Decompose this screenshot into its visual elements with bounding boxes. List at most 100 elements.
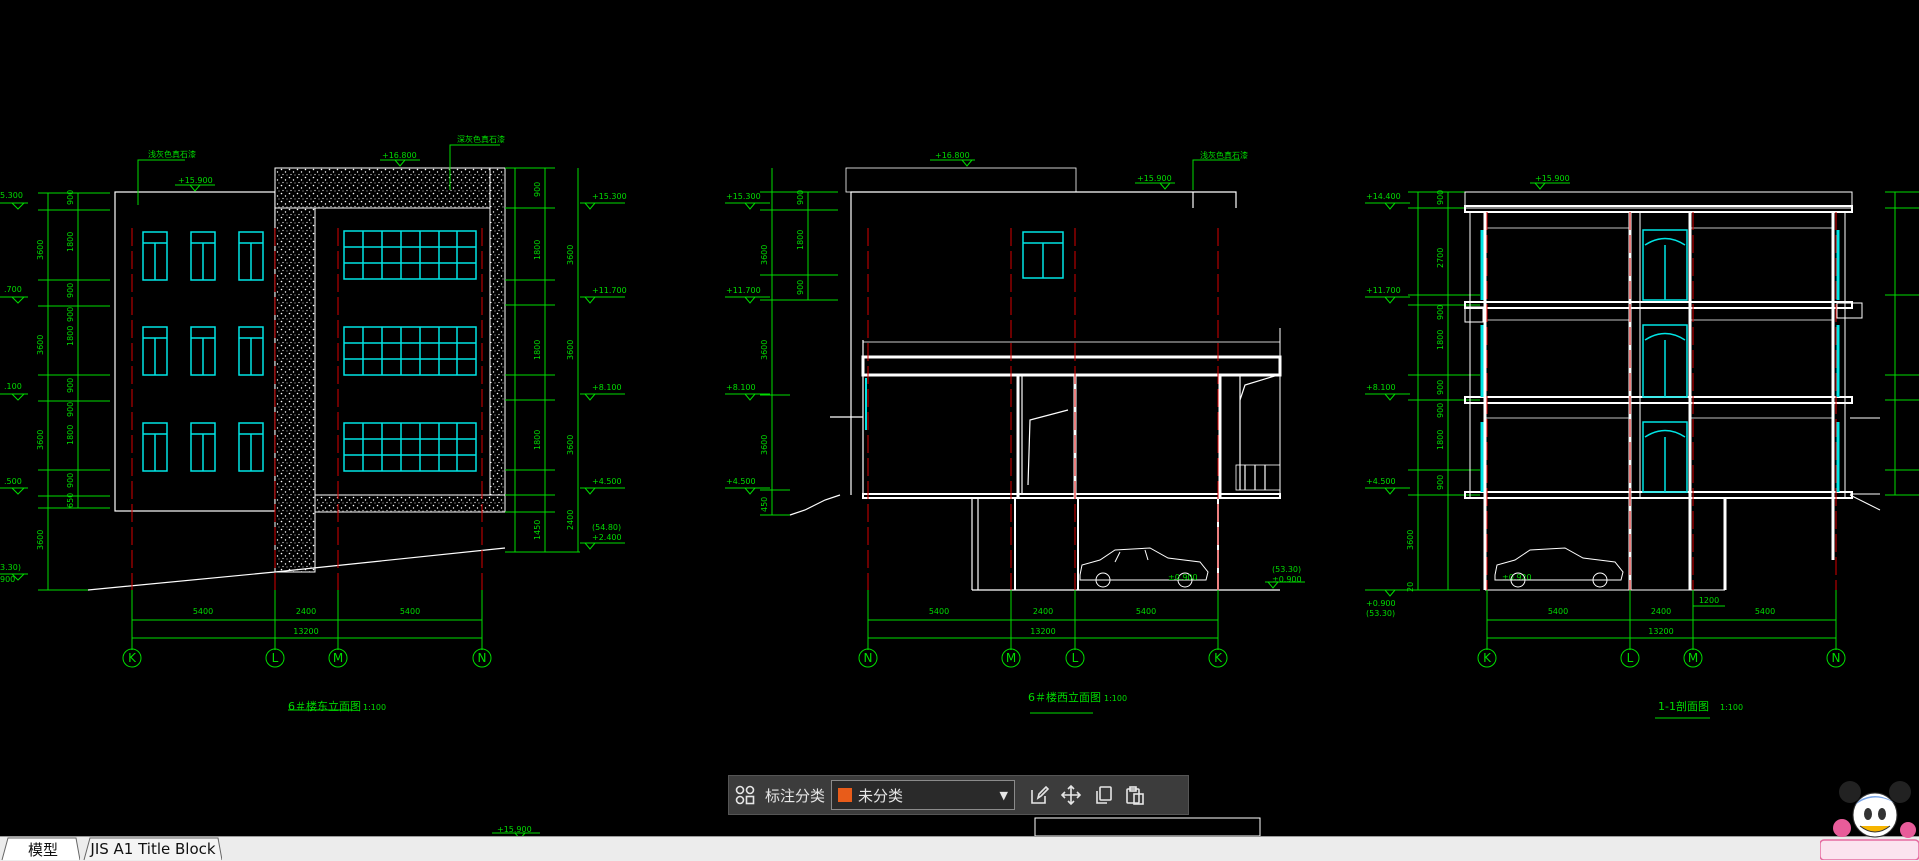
- west-note: 浅灰色真石漆: [1200, 150, 1248, 160]
- section-left-dims: [1365, 191, 1480, 597]
- section-red-axes: [1486, 212, 1837, 590]
- annotation-toolbar: 标注分类 未分类 ▼: [728, 775, 1189, 815]
- east-left-cut-3: .100: [4, 382, 22, 391]
- copy-icon[interactable]: [1087, 779, 1119, 811]
- west-elevation-view: +15.300 +11.700 +8.100 +4.500 900 1800 9…: [725, 150, 1305, 714]
- category-color-swatch: [838, 788, 853, 802]
- west-bottom-dims: [867, 590, 1219, 714]
- east-dim-3600a: 3600: [36, 240, 45, 260]
- west-red-axes: [867, 228, 1219, 590]
- tab-model[interactable]: 模型: [27, 840, 58, 859]
- east-axis-l: L: [272, 651, 279, 665]
- section-dim-1800b: 1800: [1436, 430, 1445, 450]
- chevron-down-icon: ▼: [999, 788, 1009, 802]
- west-dim-3600c: 3600: [760, 435, 769, 455]
- section-dim-2700: 2700: [1436, 248, 1445, 268]
- west-dim-3600a: 3600: [760, 245, 769, 265]
- tab-shape: [1, 837, 80, 861]
- east-elev-1: +15.300: [592, 192, 627, 201]
- west-axis-k: K: [1214, 651, 1223, 665]
- section-extra-3: ±0.920: [1502, 573, 1532, 582]
- west-top-mark-2: +15.900: [1137, 174, 1172, 183]
- east-dim-900f: 900: [66, 473, 75, 488]
- east-left-cut-6: 900: [0, 575, 15, 584]
- section-top-mark: +15.900: [1535, 174, 1570, 183]
- east-bottom-dims: [131, 590, 483, 711]
- section-span-2: 2400: [1651, 607, 1671, 616]
- bottom-partial: +15.900: [492, 817, 1261, 836]
- east-dim-1800c: 1800: [66, 425, 75, 445]
- window-row-1: [142, 231, 264, 281]
- west-axis-l: L: [1072, 651, 1079, 665]
- paste-icon[interactable]: [1119, 779, 1151, 811]
- section-dim-900d: 900: [1436, 403, 1445, 418]
- section-elev-1: +14.400: [1366, 192, 1401, 201]
- east-extra-1: (54.80): [592, 523, 621, 532]
- selected-category: 未分类: [858, 786, 904, 805]
- east-view-scale: 1:100: [363, 703, 386, 712]
- edit-icon[interactable]: [1023, 779, 1055, 811]
- west-span-1: 5400: [929, 607, 949, 616]
- east-left-cut-5: 3.30): [0, 563, 21, 572]
- east-total: 13200: [293, 627, 318, 636]
- bottom-elev-mark: +15.900: [497, 825, 532, 834]
- east-dim-3600d: 3600: [36, 530, 45, 550]
- east-view-title: 6＃楼东立面图: [288, 699, 361, 713]
- east-dim-900c: 900: [66, 307, 75, 322]
- east-axis-bubbles: [122, 648, 492, 668]
- drawing-canvas[interactable]: 5.300 .700 .100 .500 3.30) 900 3600 3600…: [0, 0, 1919, 836]
- section-view: +14.400 +11.700 +8.100 +4.500 +0.900 (53…: [1365, 174, 1919, 719]
- tab-layout[interactable]: JIS A1 Title Block: [90, 840, 216, 858]
- section-span-3: 5400: [1755, 607, 1775, 616]
- section-elev-2: +11.700: [1366, 286, 1401, 295]
- east-dim-900e: 900: [66, 402, 75, 417]
- section-bottom-dims: [1486, 590, 1837, 719]
- category-label: 标注分类: [765, 786, 826, 805]
- east-top-mark-1: +15.900: [178, 176, 213, 185]
- west-dim-3600b: 3600: [760, 340, 769, 360]
- west-total: 13200: [1030, 627, 1055, 636]
- east-r-dim-2400: 2400: [566, 510, 575, 530]
- east-right-block: [314, 207, 491, 496]
- east-note-light: 浅灰色真石漆: [148, 149, 196, 159]
- east-stipple-edge: [489, 167, 506, 513]
- west-top-mark-1: +16.800: [935, 151, 970, 160]
- category-dropdown[interactable]: 未分类 ▼: [831, 780, 1016, 810]
- east-r-dim-3600c: 3600: [566, 435, 575, 455]
- tab-shape-2: [83, 837, 222, 861]
- east-axis-n: N: [478, 651, 487, 665]
- east-elevation-view: 5.300 .700 .100 .500 3.30) 900 3600 3600…: [0, 134, 627, 713]
- east-elev-2: +11.700: [592, 286, 627, 295]
- east-left-windows: [142, 231, 264, 472]
- east-elev-4: +4.500: [592, 477, 622, 486]
- west-dim-900b: 900: [796, 280, 805, 295]
- east-dim-1800b: 1800: [66, 326, 75, 346]
- window-row-3: [142, 422, 264, 472]
- west-extra-1: (53.30): [1272, 565, 1301, 574]
- east-span-3: 5400: [400, 607, 420, 616]
- east-dim-1800a: 1800: [66, 232, 75, 252]
- east-dim-900b: 900: [66, 283, 75, 298]
- east-stipple-parapet: [274, 167, 506, 209]
- section-extra-2: (53.30): [1366, 609, 1395, 618]
- cartoon-mascot-icon: [1820, 781, 1919, 860]
- east-r-dim-3600a: 3600: [566, 245, 575, 265]
- move-icon[interactable]: [1055, 779, 1087, 811]
- east-red-axes: [131, 228, 483, 590]
- section-dim-900: 900: [1436, 190, 1445, 205]
- grid-apps-icon[interactable]: [729, 779, 761, 811]
- section-span-1: 5400: [1548, 607, 1568, 616]
- west-axis-m: M: [1006, 651, 1016, 665]
- car-icon: [1079, 547, 1209, 588]
- east-span-2: 2400: [296, 607, 316, 616]
- west-extra-2: ±0.900: [1272, 575, 1302, 584]
- section-dim-20: 20: [1406, 582, 1415, 592]
- west-span-2: 2400: [1033, 607, 1053, 616]
- section-right-dims: [1885, 191, 1919, 496]
- east-r-dim-1800b: 1800: [533, 340, 542, 360]
- section-elev-4: +4.500: [1366, 477, 1396, 486]
- west-dim-450: 450: [760, 497, 769, 512]
- section-view-scale: 1:100: [1720, 703, 1743, 712]
- west-elev-2: +11.700: [726, 286, 761, 295]
- section-axis-m: M: [1688, 651, 1698, 665]
